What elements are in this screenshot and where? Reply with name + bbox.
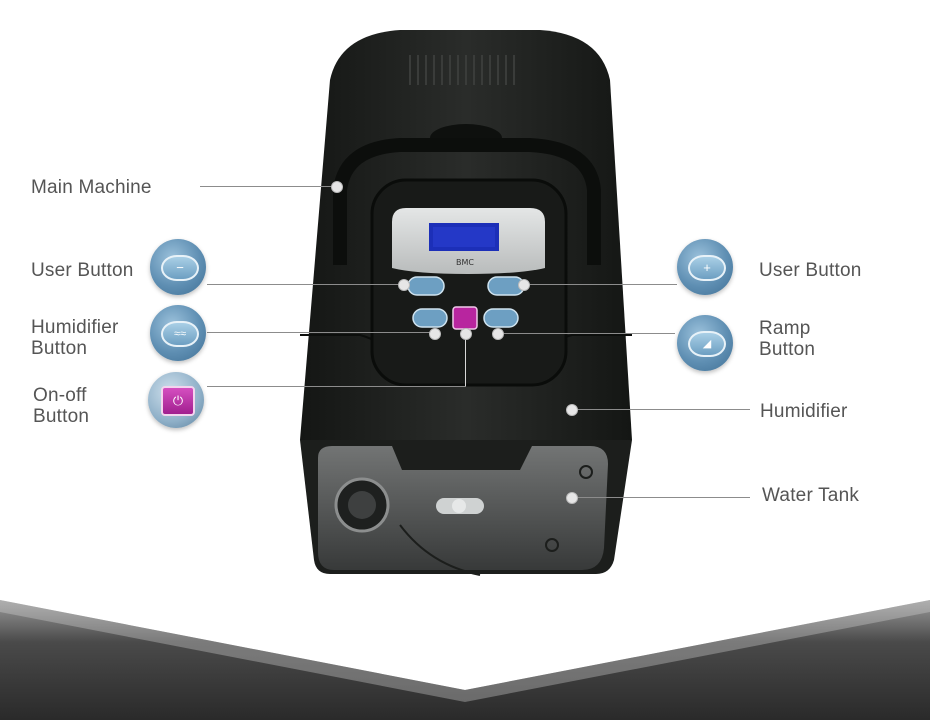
- anchor-humidifier-btn: [429, 328, 441, 340]
- onoff-button-callout: ⏻: [148, 372, 204, 428]
- leader-user-right: [527, 284, 677, 285]
- ramp-button-callout: ◢: [677, 315, 733, 371]
- ramp-key-icon: ◢: [688, 331, 726, 357]
- leader-onoff: [207, 386, 466, 387]
- anchor-main-machine: [331, 181, 343, 193]
- leader-humidifier: [572, 409, 750, 410]
- label-onoff-button: On-off Button: [33, 385, 89, 427]
- anchor-user-left: [398, 279, 410, 291]
- label-user-button-left: User Button: [31, 260, 134, 281]
- leader-main-machine: [200, 186, 335, 187]
- leader-ramp: [500, 333, 675, 334]
- user-button-left-callout: −: [150, 239, 206, 295]
- label-main-machine: Main Machine: [31, 177, 152, 198]
- label-ramp-button-line2: Button: [759, 339, 816, 360]
- brand-logo: BMC: [456, 258, 474, 267]
- label-user-button-right: User Button: [759, 260, 862, 281]
- device-keypad: [407, 276, 525, 330]
- leader-water-tank: [572, 497, 750, 498]
- label-humidifier-button-line2: Button: [31, 338, 88, 359]
- label-onoff-button-line1: On-off: [33, 385, 87, 406]
- humidifier-button-callout: ≈≈: [150, 305, 206, 361]
- label-water-tank: Water Tank: [762, 485, 860, 506]
- anchor-ramp: [492, 328, 504, 340]
- anchor-water-tank: [566, 492, 578, 504]
- leader-user-left: [207, 284, 402, 285]
- label-humidifier-button-line1: Humidifier: [31, 317, 119, 338]
- power-key-icon: ⏻: [161, 386, 195, 416]
- user-button-right-callout: +: [677, 239, 733, 295]
- minus-key-icon: −: [161, 255, 199, 281]
- anchor-onoff: [460, 328, 472, 340]
- label-humidifier: Humidifier: [760, 401, 848, 422]
- humidifier-waves-key-icon: ≈≈: [161, 321, 199, 347]
- label-ramp-button-line1: Ramp: [759, 318, 811, 339]
- anchor-user-right: [518, 279, 530, 291]
- device-body: [300, 30, 632, 440]
- leader-humidifier-btn: [207, 332, 435, 333]
- label-onoff-button-line2: Button: [33, 406, 90, 427]
- plus-key-icon: +: [688, 255, 726, 281]
- water-tank: [318, 446, 608, 576]
- leader-onoff-vertical: [465, 336, 466, 386]
- label-humidifier-button: Humidifier Button: [31, 317, 119, 359]
- label-ramp-button: Ramp Button: [759, 318, 815, 360]
- anchor-humidifier: [566, 404, 578, 416]
